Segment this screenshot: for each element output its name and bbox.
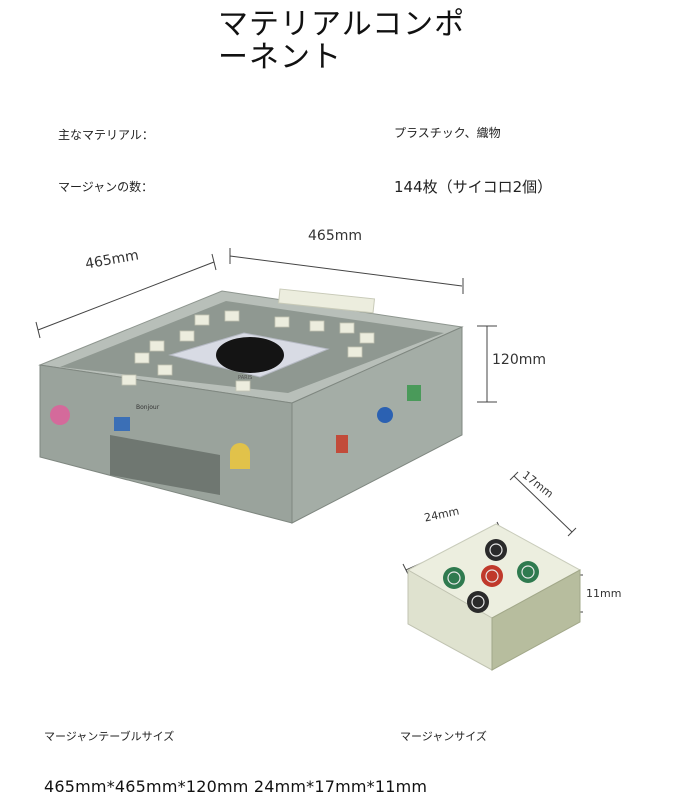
tile-size-label: マージャンサイズ: [400, 730, 487, 743]
mahjong-table-image: Bonjour PARIS: [38, 288, 464, 524]
spec-material-value: プラスチック、織物: [394, 126, 501, 140]
table-width-top-label: 465mm: [308, 228, 362, 244]
table-size-label: マージャンテーブルサイズ: [44, 730, 175, 743]
table-sticker-text: Bonjour: [136, 404, 160, 411]
tile-height-label: 11mm: [586, 587, 622, 600]
page-title: マテリアルコンポーネント: [218, 7, 466, 75]
spec-count-value: 144枚（サイコロ2個）: [394, 178, 553, 196]
size-values: 465mm*465mm*120mm 24mm*17mm*11mm: [44, 777, 428, 796]
table-height-label: 120mm: [492, 352, 546, 368]
mahjong-tile-image: [406, 523, 582, 671]
spec-material-label: 主なマテリアル：: [58, 128, 154, 142]
table-center-tag: PARIS: [238, 375, 252, 381]
spec-count-label: マージャンの数：: [58, 180, 154, 194]
